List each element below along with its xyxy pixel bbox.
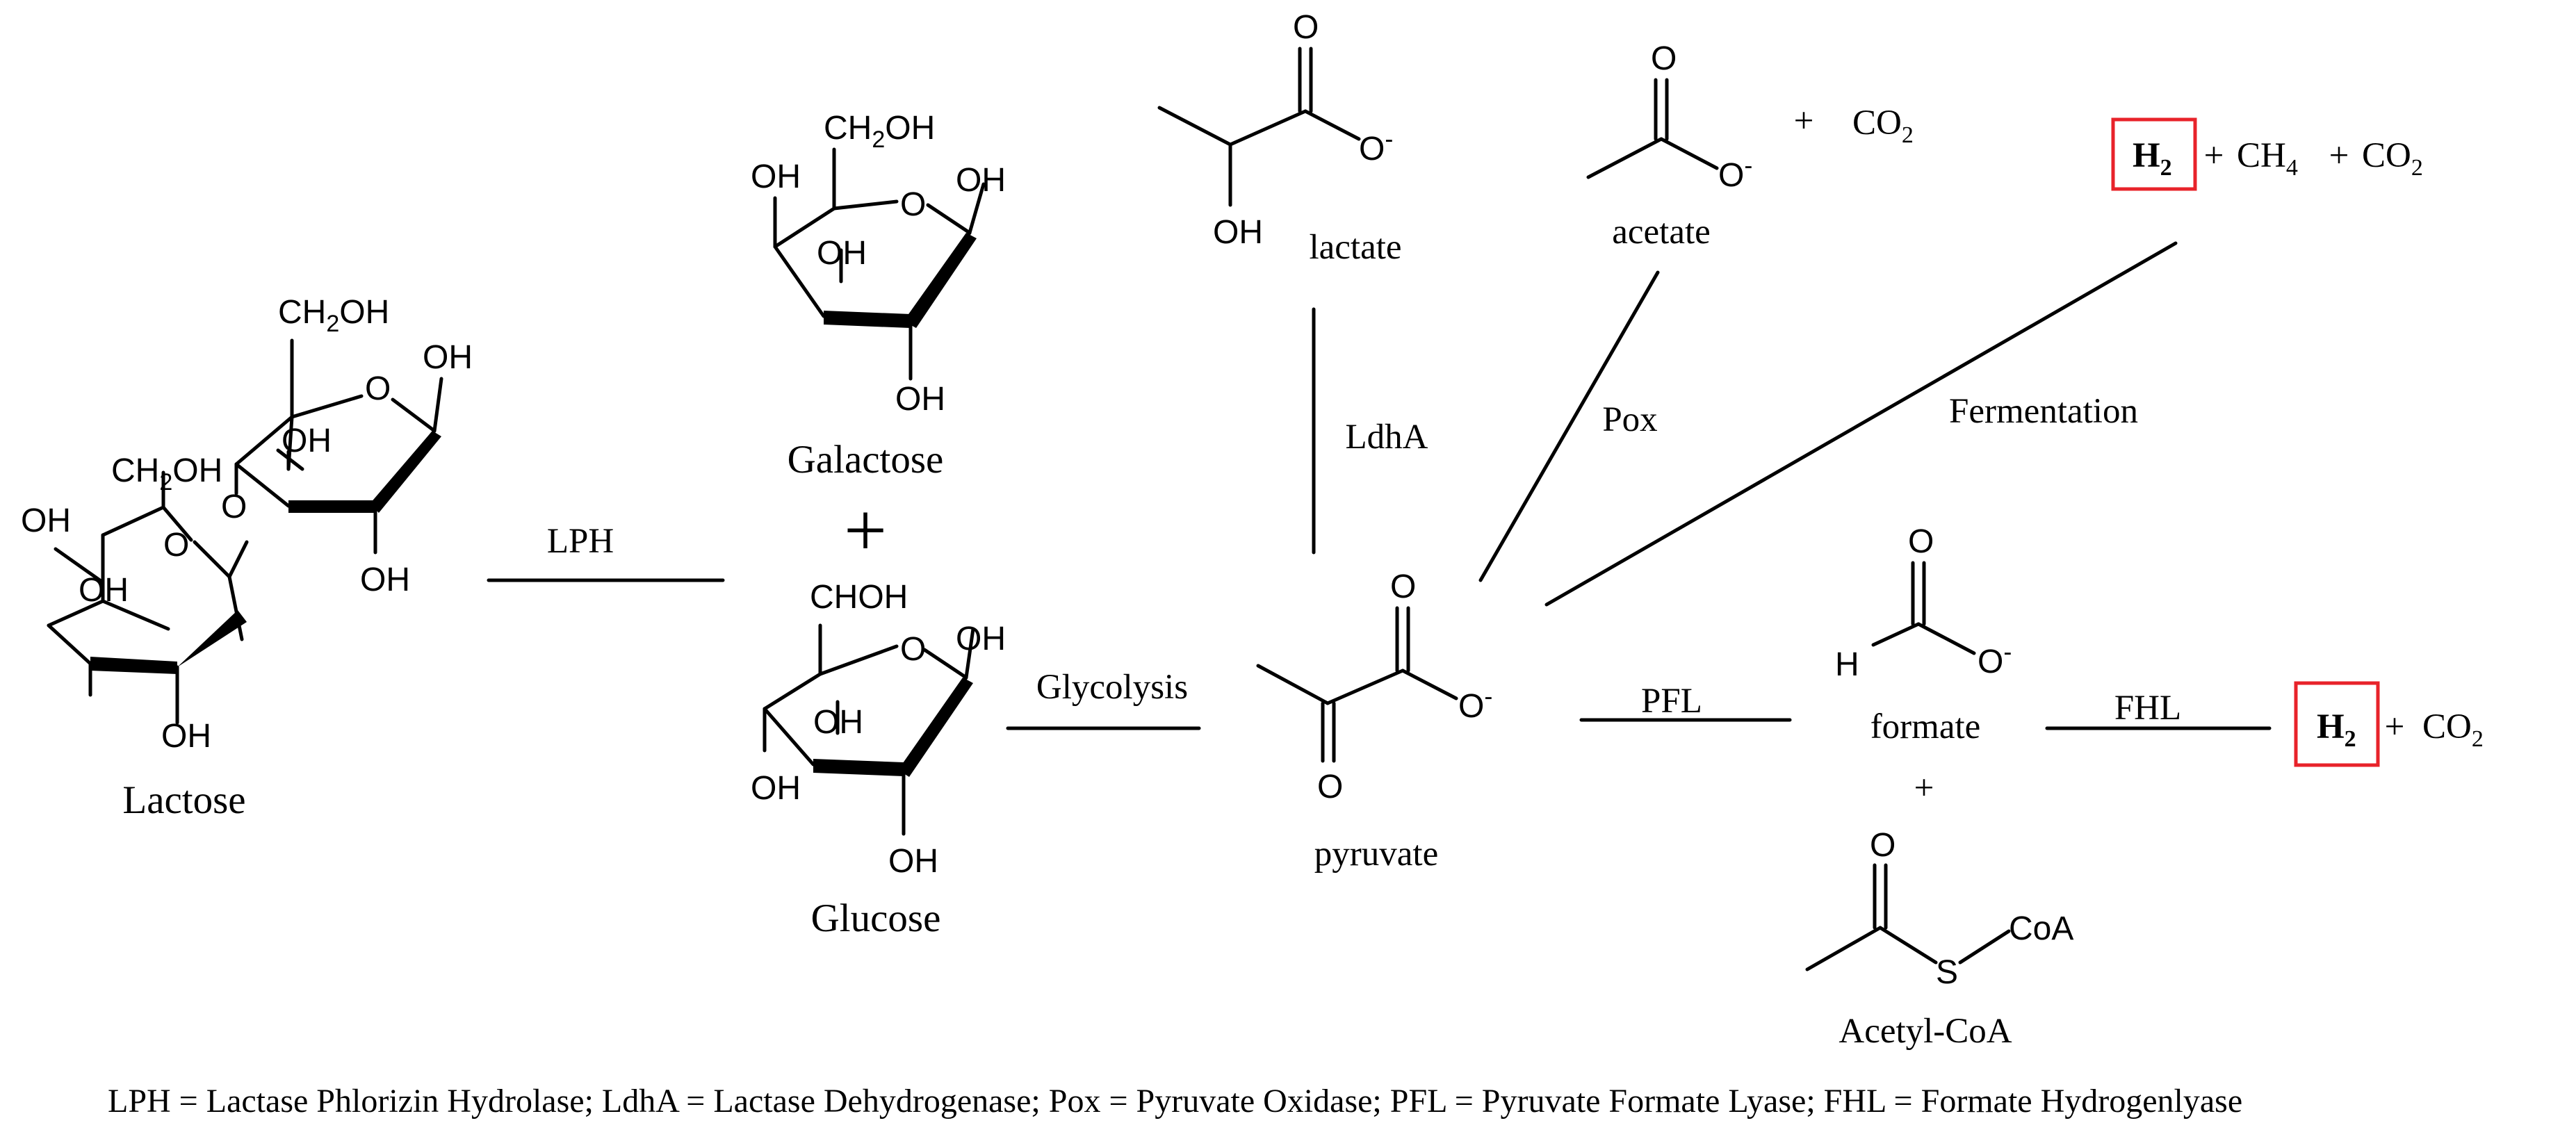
pfl-arrow: PFL xyxy=(1579,682,1792,722)
lactose-oh-c: OH xyxy=(423,339,473,376)
galactose-oh-bottom: OH xyxy=(895,381,945,418)
fermentation-label: Fermentation xyxy=(1949,392,2138,431)
formate-o-minus: O- xyxy=(1978,637,2012,680)
pox-arrow: Pox xyxy=(1478,270,1660,582)
fermentation-arrow: Fermentation xyxy=(1544,241,2178,607)
glucose-oh-left: OH xyxy=(751,770,801,807)
lactose-link-o: O xyxy=(221,489,247,525)
acetate-plus: + xyxy=(1794,101,1814,140)
lactose-ring-right xyxy=(234,338,443,555)
fermentation-co2: CO2 xyxy=(2362,136,2423,181)
lactose-oh-e: OH xyxy=(360,561,410,598)
lactose-oh-b: OH xyxy=(161,718,211,755)
glucose-oh-bottom: OH xyxy=(888,843,938,880)
acetate-label: acetate xyxy=(1612,213,1711,252)
lactose-structure: OH OH OH CH2OH O O CH2OH O OH xyxy=(21,294,473,822)
galactose-oh-left: OH xyxy=(751,158,801,195)
acetyl-coa-structure xyxy=(1805,863,2011,971)
h2-highlight-box-top xyxy=(2111,117,2197,191)
pyruvate-o-bottom: O xyxy=(1317,769,1343,805)
galactose-ch2oh: CH2OH xyxy=(824,110,935,153)
glucose-oh-mid: OH xyxy=(813,704,863,741)
acetyl-coa-label: Acetyl-CoA xyxy=(1839,1012,2012,1051)
pfl-label: PFL xyxy=(1641,682,1702,721)
lactose-ring-left xyxy=(47,470,249,725)
fhl-plus: + xyxy=(2385,707,2405,746)
glucose-label: Glucose xyxy=(811,896,941,940)
fhl-label: FHL xyxy=(2114,689,2181,728)
lph-label: LPH xyxy=(547,522,614,561)
formate-plus: + xyxy=(1914,769,1934,807)
pyruvate-label: pyruvate xyxy=(1314,835,1438,874)
ldha-arrow: LdhA xyxy=(1312,307,1428,555)
lactose-ch2oh-2: CH2OH xyxy=(278,294,389,337)
glucose-structure xyxy=(763,623,975,836)
lactose-ch2oh-1: CH2OH xyxy=(111,452,222,495)
lph-arrow: LPH xyxy=(487,522,725,582)
fermentation-ch4: CH4 xyxy=(2237,136,2298,181)
galactose-label: Galactose xyxy=(788,438,944,482)
plus-sign: + xyxy=(844,488,887,573)
pyruvate-o-top: O xyxy=(1390,568,1416,605)
glucose-ring-o: O xyxy=(900,631,926,668)
acetyl-coa-coa: CoA xyxy=(2009,910,2073,947)
fermentation-plus1: + xyxy=(2204,136,2224,175)
glycolysis-label: Glycolysis xyxy=(1036,668,1188,707)
lactate-structure xyxy=(1157,47,1361,207)
glucose-chohtop: CHOH xyxy=(810,579,908,616)
lactose-ring-o1: O xyxy=(163,527,189,564)
fhl-products: H2 + CO2 xyxy=(2294,681,2484,767)
h2-highlight-box-bottom xyxy=(2294,681,2380,767)
abbreviation-footnote: LPH = Lactase Phlorizin Hydrolase; LdhA … xyxy=(108,1083,2242,1120)
lactose-oh-ring1: OH xyxy=(21,502,71,539)
fermentation-products: H2 + CH4 + CO2 xyxy=(2111,117,2423,191)
ldha-label: LdhA xyxy=(1346,418,1428,457)
glucose-oh-right: OH xyxy=(956,621,1006,657)
formate-structure xyxy=(1871,561,1976,655)
lactose-label: Lactose xyxy=(122,778,245,822)
pyruvate-o-minus: O- xyxy=(1458,682,1492,725)
acetate-o-top: O xyxy=(1651,40,1677,77)
formate-o-top: O xyxy=(1908,523,1934,560)
lactate-oh: OH xyxy=(1213,214,1263,251)
acetate-o-minus: O- xyxy=(1718,151,1752,194)
galactose-structure xyxy=(773,147,986,381)
galactose-oh-mid: OH xyxy=(817,235,867,272)
pyruvate-structure xyxy=(1256,606,1458,763)
glycolysis-arrow: Glycolysis xyxy=(1006,668,1201,730)
fhl-arrow: FHL xyxy=(2045,689,2272,730)
fermentation-h2: H2 xyxy=(2133,136,2172,181)
fhl-co2: CO2 xyxy=(2422,707,2484,752)
fhl-h2: H2 xyxy=(2317,707,2356,752)
acetate-structure xyxy=(1586,78,1719,179)
lactate-o-minus: O- xyxy=(1359,124,1393,167)
acetyl-coa-s: S xyxy=(1936,954,1958,991)
formate-label: formate xyxy=(1870,707,1981,746)
lactate-o-top: O xyxy=(1293,9,1319,46)
galactose-oh-right: OH xyxy=(956,162,1006,199)
fermentation-plus2: + xyxy=(2329,136,2349,175)
lactose-oh-a: OH xyxy=(79,572,129,609)
lactose-ring-o2: O xyxy=(365,370,391,407)
galactose-ring-o: O xyxy=(900,186,926,223)
formate-h: H xyxy=(1835,646,1859,683)
lactose-oh-d: OH xyxy=(282,423,332,459)
lactate-label: lactate xyxy=(1309,228,1401,267)
acetate-co2: CO2 xyxy=(1852,104,1914,148)
acetyl-coa-o-top: O xyxy=(1870,827,1896,864)
pox-label: Pox xyxy=(1602,400,1657,439)
